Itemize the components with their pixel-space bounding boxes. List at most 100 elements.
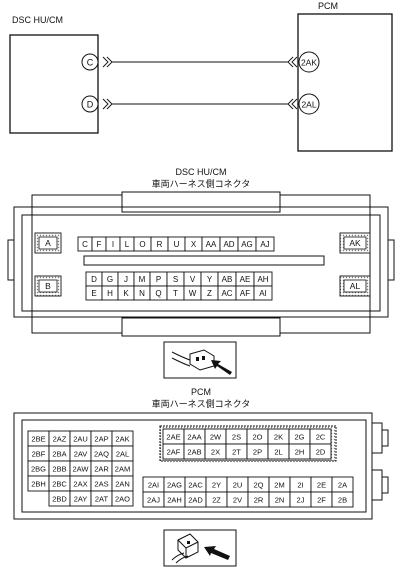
- pin-cell: AK: [339, 232, 371, 254]
- pin-label: N: [139, 289, 145, 298]
- wiring-section: DSC HU/CM PCM C 2AK D 2AL: [9, 1, 393, 152]
- pin-cell: 2AW: [69, 460, 92, 477]
- pin-cavity: [255, 236, 275, 252]
- pin-cell: 2O: [246, 428, 269, 445]
- pin-cell: 2AS: [90, 475, 113, 492]
- pin-label: 2AJ: [147, 496, 160, 505]
- pin-label: Y: [207, 275, 213, 284]
- pin-cell: G: [101, 271, 119, 287]
- pin-label: P: [156, 275, 161, 284]
- pin-label: 2K: [274, 433, 283, 442]
- pin-label: 2AM: [115, 465, 130, 474]
- pin-cell: S: [166, 271, 185, 287]
- pin-cell: 2L: [267, 443, 290, 460]
- pin-label: 2BH: [31, 480, 46, 489]
- pin-label: 2J: [297, 496, 305, 505]
- pin-label: 2F: [317, 496, 326, 505]
- pin-cell: 2C: [309, 428, 332, 445]
- pin-label: 2AN: [115, 480, 130, 489]
- dsc-connector-subtitle: 車両ハーネス側コネクタ: [152, 178, 251, 189]
- pin-2ak-circle: [298, 51, 320, 73]
- pin-cell: B: [34, 275, 62, 297]
- pin-cell: 2BH: [27, 475, 50, 492]
- pin-cell: 2AG: [163, 476, 186, 493]
- pin-cell: C: [77, 236, 93, 252]
- pin-label: 2AU: [73, 435, 88, 444]
- pin-cavity: [331, 491, 354, 508]
- pin-cell: U: [167, 236, 186, 252]
- pin-cell: 2E: [310, 476, 333, 493]
- pin-label: 2AA: [187, 433, 201, 442]
- pin-label: 2AP: [94, 435, 108, 444]
- pin-label: 2BE: [31, 435, 45, 444]
- pin-cell: 2I: [289, 476, 312, 493]
- right-module-label: PCM: [318, 1, 338, 11]
- pin-cell: 2Z: [205, 491, 228, 508]
- pin-label: AK: [349, 238, 361, 248]
- pin-label: Z: [207, 289, 212, 298]
- pin-cell: 2BA: [48, 445, 71, 462]
- pin-cell: 2BD: [48, 490, 71, 507]
- chevron-left-icon: [287, 98, 298, 110]
- pin-cell: 2F: [310, 491, 333, 508]
- pin-cell: W: [183, 285, 202, 301]
- pin-cell: 2AU: [69, 430, 92, 447]
- pin-label: 2X: [211, 448, 220, 457]
- pin-cell: AH: [253, 271, 273, 287]
- pin-cell: AI: [253, 285, 273, 301]
- pin-label: 2C: [316, 433, 326, 442]
- pin-label: 2BD: [52, 495, 67, 504]
- pin-label: X: [191, 240, 197, 249]
- pin-label: Q: [155, 289, 161, 298]
- pin-label: 2AV: [74, 450, 88, 459]
- pin-cell: 2AD: [184, 491, 207, 508]
- pin-label: 2R: [254, 496, 264, 505]
- pin-cell: 2U: [226, 476, 249, 493]
- pin-label: S: [173, 275, 178, 284]
- pin-label: 2AH: [167, 496, 182, 505]
- pin-label: 2BG: [31, 465, 46, 474]
- pin-cell: 2AA: [183, 428, 206, 445]
- pin-cell: Y: [200, 271, 219, 287]
- pin-label: 2AK: [115, 435, 129, 444]
- pin-label: G: [107, 275, 113, 284]
- pin-label: V: [190, 275, 196, 284]
- pin-c-label: C: [87, 58, 94, 68]
- pin-label: 2A: [338, 481, 347, 490]
- pin-label: 2Q: [253, 481, 263, 490]
- pin-label: 2AI: [148, 481, 159, 490]
- pin-cell: A: [34, 232, 62, 254]
- pin-cell: 2AO: [111, 490, 134, 507]
- pin-label: 2AS: [94, 480, 108, 489]
- pin-cell: N: [133, 285, 151, 301]
- pin-cell: 2H: [288, 443, 311, 460]
- pin-label: 2BA: [52, 450, 66, 459]
- pin-label: 2M: [274, 481, 284, 490]
- pin-label: H: [107, 289, 113, 298]
- pin-cell: 2AI: [142, 476, 165, 493]
- pin-label: 2P: [253, 448, 262, 457]
- dsc-connector-housing: [7, 191, 395, 337]
- pin-2al-label: 2AL: [301, 100, 316, 110]
- pin-label: 2AE: [166, 433, 180, 442]
- pin-label: 2H: [295, 448, 305, 457]
- pin-cell: 2Q: [247, 476, 270, 493]
- pin-cell: 2AR: [90, 460, 113, 477]
- pin-label: 2BF: [32, 450, 46, 459]
- pin-cell: D: [85, 271, 103, 287]
- pin-cell: 2AT: [90, 490, 113, 507]
- pin-label: 2V: [233, 496, 242, 505]
- pin-cell: 2W: [204, 428, 227, 445]
- pin-inner-frame: [38, 279, 58, 293]
- dsc-module-box: [9, 34, 99, 134]
- pin-cell: 2AP: [90, 430, 113, 447]
- pin-cell: 2BF: [27, 445, 50, 462]
- pin-cavity: [111, 490, 134, 507]
- pin-cell: AL: [339, 275, 371, 297]
- pin-label: AC: [221, 289, 232, 298]
- chevron-left-icon: [287, 56, 298, 68]
- pin-cavity: [309, 443, 332, 460]
- pin-inner-frame: [343, 279, 367, 293]
